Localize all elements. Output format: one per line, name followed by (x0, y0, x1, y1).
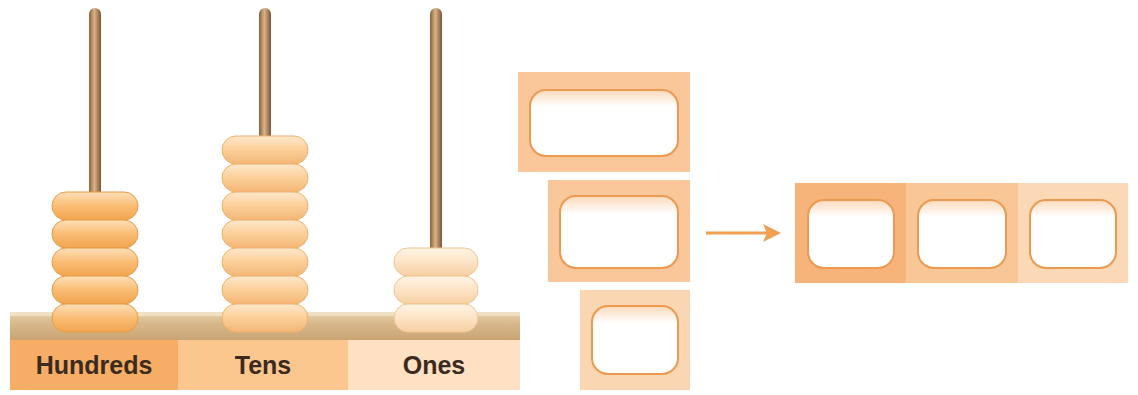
bead (52, 220, 138, 248)
bead (52, 192, 138, 220)
box-panel (580, 290, 690, 390)
answer-box (918, 200, 1006, 268)
bead (52, 276, 138, 304)
bead (222, 192, 308, 220)
bead (222, 304, 308, 332)
answer-box (560, 196, 678, 268)
arrow (706, 224, 781, 242)
answer-box (1030, 200, 1116, 268)
answer-box (530, 90, 678, 156)
hundreds-beads (52, 192, 138, 332)
bead (222, 164, 308, 192)
place-value-label: Ones (403, 351, 466, 380)
place-value-label: Hundreds (36, 351, 153, 380)
arrow-head (763, 224, 781, 242)
bead (222, 248, 308, 276)
bead (52, 304, 138, 332)
row-cell (795, 183, 906, 283)
place-value-label: Tens (235, 351, 292, 380)
place-boxes (518, 72, 690, 390)
number-row (795, 183, 1128, 283)
bead (394, 304, 478, 332)
bead (394, 248, 478, 276)
bead (222, 220, 308, 248)
row-cell (1018, 183, 1128, 283)
bead (394, 276, 478, 304)
tens-beads (222, 136, 308, 332)
place-label-band: Tens (178, 340, 348, 390)
row-cell (906, 183, 1018, 283)
abacus-rods (89, 8, 442, 318)
arrow-shaft (706, 232, 768, 235)
bead (52, 248, 138, 276)
answer-box (592, 306, 678, 374)
ones-beads (394, 248, 478, 332)
place-label-band: Hundreds (10, 340, 178, 390)
bead (222, 136, 308, 164)
bead (222, 276, 308, 304)
box-panel (548, 180, 690, 282)
place-label-band: Ones (348, 340, 520, 390)
box-panel (518, 72, 690, 172)
answer-box (808, 200, 894, 268)
